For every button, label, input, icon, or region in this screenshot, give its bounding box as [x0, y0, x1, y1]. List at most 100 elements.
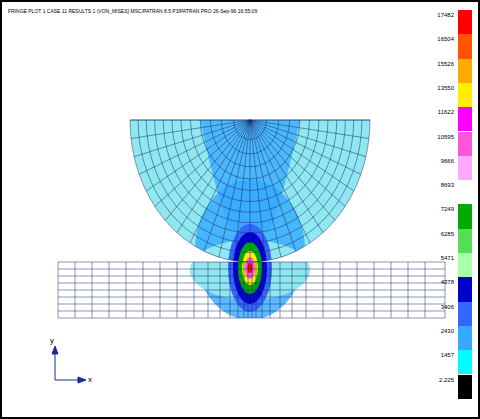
- mesh-line: [230, 262, 231, 318]
- mesh-line: [238, 262, 239, 318]
- mesh-line: [262, 262, 263, 318]
- mesh-line: [58, 262, 445, 263]
- legend-value: 7249: [414, 206, 454, 212]
- mesh-line: [250, 120, 361, 174]
- mesh-line: [445, 262, 446, 318]
- legend-value: 2.225: [414, 377, 454, 383]
- mesh-line: [130, 120, 370, 262]
- legend-value: 11622: [414, 109, 454, 115]
- legend-value: 3406: [414, 304, 454, 310]
- mesh-line: [306, 262, 307, 318]
- legend-value: 5471: [414, 255, 454, 261]
- mesh-line: [58, 262, 59, 318]
- mesh: [58, 120, 445, 318]
- mesh-line: [250, 120, 323, 233]
- legend-swatch: [458, 59, 472, 83]
- mesh-line: [208, 262, 209, 318]
- mesh-line: [58, 318, 445, 319]
- legend-value: 10595: [414, 134, 454, 140]
- mesh-line: [256, 262, 257, 318]
- mesh-line: [165, 120, 250, 220]
- mesh-line: [130, 120, 370, 121]
- mesh-line: [126, 262, 127, 318]
- mesh-line: [250, 120, 335, 220]
- mesh-line: [250, 120, 354, 191]
- mesh-line: [194, 262, 195, 318]
- legend-swatch: [458, 350, 472, 374]
- mesh-line: [340, 262, 341, 318]
- axis-label: y: [50, 336, 54, 345]
- legend-swatch: [458, 375, 472, 399]
- plot-title: FRINGE PLOT 1 CASE 11 RESULTS 1 (VON_MIS…: [8, 8, 257, 14]
- legend-value: 13550: [414, 85, 454, 91]
- mesh-line: [143, 262, 144, 318]
- mesh-line: [357, 262, 358, 318]
- mesh-line: [75, 262, 76, 318]
- mesh-line: [92, 262, 93, 318]
- legend-swatch: [458, 204, 472, 228]
- mesh-line: [58, 304, 445, 305]
- mesh-line: [244, 262, 245, 318]
- legend-value: 17482: [414, 12, 454, 18]
- mesh-line: [58, 269, 445, 270]
- mesh-line: [250, 120, 281, 257]
- mesh-line: [155, 120, 250, 206]
- legend-swatch: [458, 107, 472, 131]
- mesh-line: [139, 120, 250, 174]
- legend-swatch: [458, 10, 472, 34]
- legend-swatch: [458, 132, 472, 156]
- mesh-line: [250, 120, 369, 139]
- mesh-line: [250, 120, 266, 261]
- mesh-line: [190, 120, 250, 243]
- mesh-line: [250, 120, 310, 243]
- mesh-line: [58, 276, 445, 277]
- mesh-line: [234, 120, 250, 261]
- mesh-line: [250, 120, 296, 251]
- mesh-line: [250, 120, 251, 262]
- mesh-line: [58, 283, 445, 284]
- mesh-line: [109, 262, 110, 318]
- mesh-line: [177, 262, 178, 318]
- axis-triad: [52, 346, 86, 383]
- legend-swatch: [458, 253, 472, 277]
- mesh-line: [58, 311, 445, 312]
- mesh-line: [280, 262, 281, 318]
- mesh-line: [252, 262, 253, 318]
- mesh-line: [270, 262, 271, 318]
- mesh-line: [58, 297, 445, 298]
- mesh-line: [220, 262, 221, 318]
- mesh-line: [160, 262, 161, 318]
- mesh-line: [204, 120, 250, 251]
- mesh-line: [408, 262, 409, 318]
- legend-swatch: [458, 34, 472, 58]
- legend-value: 4378: [414, 279, 454, 285]
- legend-swatch: [458, 156, 472, 180]
- legend-value: 16504: [414, 36, 454, 42]
- legend-swatch: [458, 229, 472, 253]
- legend-value: 8693: [414, 182, 454, 188]
- mesh-line: [425, 262, 426, 318]
- axis-label: x: [88, 375, 92, 384]
- legend-value: 15526: [414, 61, 454, 67]
- mesh-line: [134, 120, 250, 157]
- mesh-line: [131, 120, 250, 139]
- legend-swatch: [458, 180, 472, 204]
- legend-value: 9666: [414, 158, 454, 164]
- legend-swatch: [458, 83, 472, 107]
- legend-swatch: [458, 326, 472, 350]
- legend-value: 6285: [414, 231, 454, 237]
- legend-value: 1457: [414, 352, 454, 358]
- mesh-line: [391, 262, 392, 318]
- mesh-line: [146, 120, 250, 191]
- legend-swatch: [458, 302, 472, 326]
- mesh-line: [292, 262, 293, 318]
- legend-value: 2430: [414, 328, 454, 334]
- mesh-line: [219, 120, 250, 257]
- legend-swatch: [458, 277, 472, 301]
- mesh-line: [58, 290, 445, 291]
- mesh-line: [323, 262, 324, 318]
- mesh-line: [250, 120, 366, 157]
